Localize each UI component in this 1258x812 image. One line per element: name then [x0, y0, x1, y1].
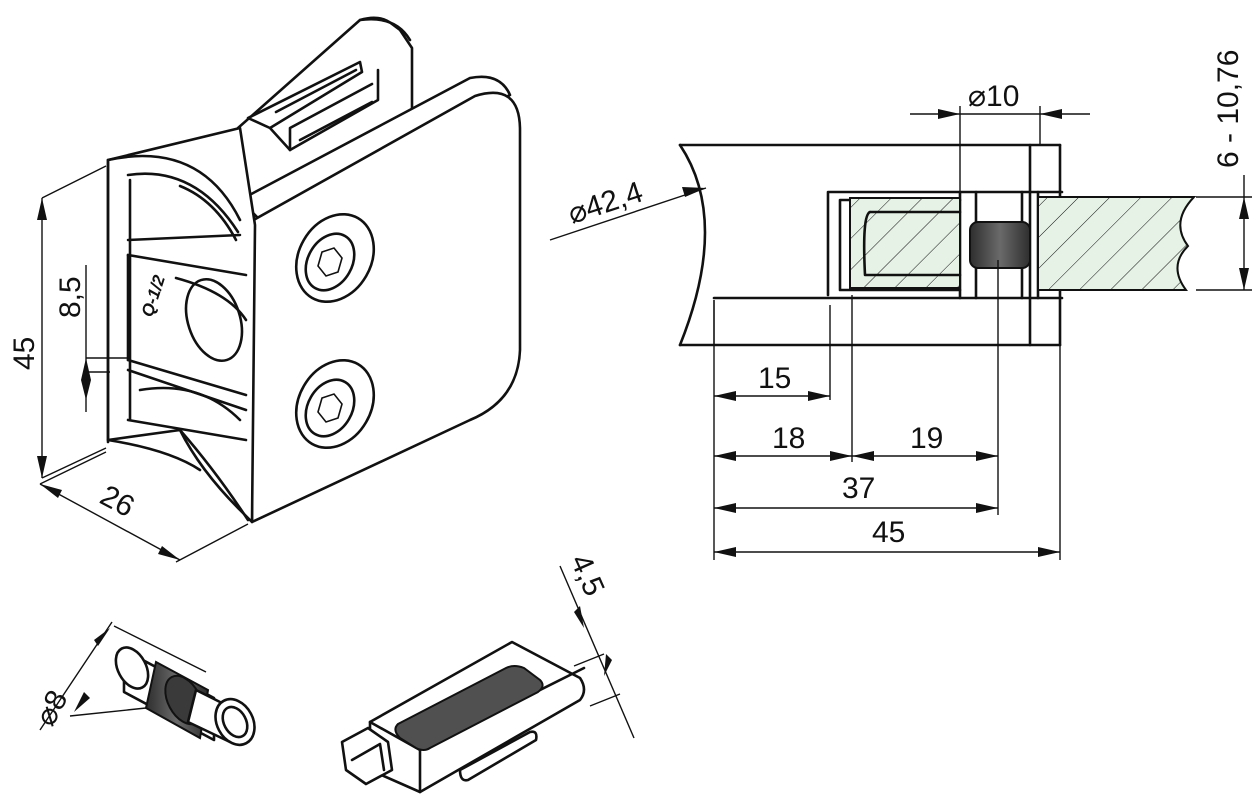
dim-pad-thickness: 4,5 — [559, 549, 635, 739]
dim-19: 19 — [852, 422, 998, 461]
dim-18: 18 — [714, 422, 852, 461]
dim-hole-offset: 8,5 — [54, 265, 128, 412]
section-view: ⌀42,4 ⌀10 6 - 10,76 — [549, 50, 1252, 560]
rubber-pin — [969, 221, 1031, 269]
dim-15: 15 — [714, 362, 830, 401]
tube-section — [678, 143, 707, 347]
dim-45: 45 — [714, 516, 1060, 557]
glass-pane-outer — [1037, 196, 1197, 291]
dim-37: 37 — [714, 472, 998, 513]
screw-upper — [294, 212, 376, 304]
screw-lower — [294, 358, 376, 450]
svg-text:8,5: 8,5 — [54, 276, 87, 318]
clamp-glass-slot — [246, 60, 364, 130]
svg-text:15: 15 — [758, 362, 791, 395]
svg-text:6 - 10,76: 6 - 10,76 — [1212, 50, 1245, 168]
svg-text:⌀10: ⌀10 — [968, 80, 1019, 113]
pad-part: 4,5 — [340, 549, 635, 794]
dim-height: 45 — [8, 165, 107, 479]
pad-rubber-insert — [394, 665, 544, 751]
svg-text:45: 45 — [872, 516, 905, 549]
svg-text:⌀42,4: ⌀42,4 — [564, 176, 647, 231]
clamp-isometric-view: Q-1/2 45 26 — [8, 16, 522, 563]
svg-text:18: 18 — [772, 422, 805, 455]
svg-text:19: 19 — [910, 422, 943, 455]
dim-glass-thickness: 6 - 10,76 — [1196, 50, 1252, 291]
pin-part: ⌀8 — [29, 621, 256, 747]
pad-end-tab — [340, 726, 394, 786]
svg-text:37: 37 — [842, 472, 875, 505]
glass-pane — [849, 197, 961, 289]
svg-text:45: 45 — [8, 337, 41, 370]
dim-pin-diameter: ⌀10 — [910, 80, 1090, 192]
dim-tube-diameter: ⌀42,4 — [549, 176, 707, 241]
svg-text:⌀8: ⌀8 — [29, 685, 74, 731]
svg-text:4,5: 4,5 — [564, 549, 611, 601]
clamp-channel — [826, 190, 1064, 297]
